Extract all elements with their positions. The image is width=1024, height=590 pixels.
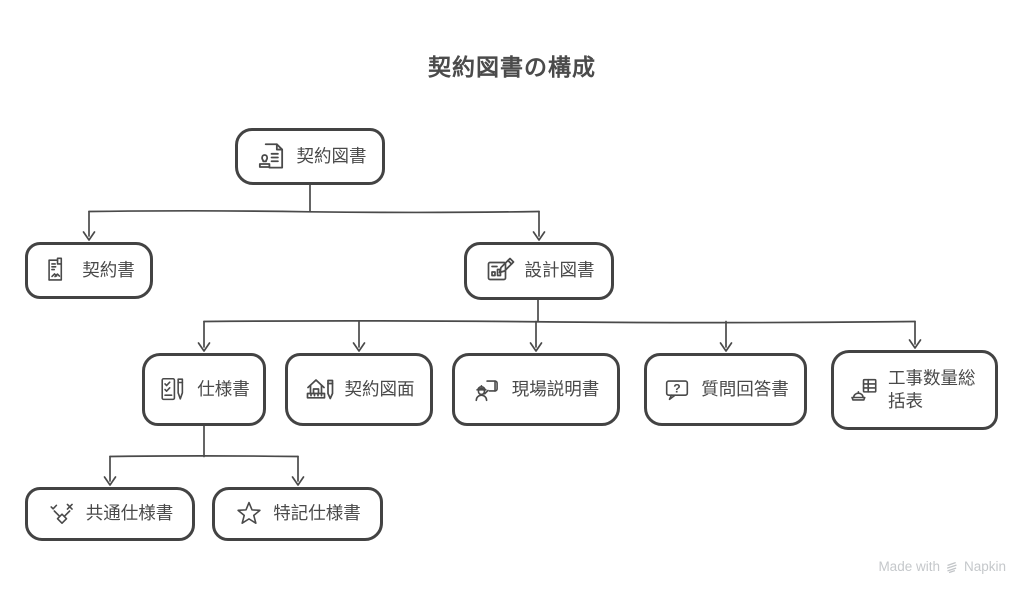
- node-contract: 契約書: [25, 242, 153, 299]
- question-mark-glyph: ?: [674, 381, 681, 395]
- node-contract-documents: 契約図書: [235, 128, 385, 185]
- branch-check-icon: [47, 499, 77, 529]
- node-label: 工事数量総括表: [888, 367, 976, 411]
- node-label: 契約書: [82, 259, 135, 280]
- node-label: 質問回答書: [701, 378, 789, 399]
- question-bubble-icon: ?: [662, 375, 692, 405]
- contract-handshake-icon: [43, 256, 73, 286]
- node-contract-drawings: 契約図面: [285, 353, 433, 426]
- diagram-title: 契約図書の構成: [428, 54, 596, 80]
- checklist-pen-icon: [158, 375, 188, 405]
- node-label: 現場説明書: [511, 378, 600, 399]
- napkin-logo-icon: [946, 561, 957, 573]
- node-label: 仕様書: [197, 378, 250, 399]
- node-design-documents: 設計図書: [464, 242, 614, 300]
- node-question-answer: ? 質問回答書: [644, 353, 807, 426]
- napkin-watermark: Made with Napkin: [878, 559, 1006, 574]
- node-site-briefing: 現場説明書: [452, 353, 620, 426]
- helmet-table-icon: [849, 375, 879, 405]
- watermark-brand: Napkin: [963, 559, 1006, 574]
- node-quantity-summary: 工事数量総括表: [831, 350, 998, 430]
- node-label: 設計図書: [524, 260, 595, 281]
- node-common-specifications: 共通仕様書: [25, 487, 195, 541]
- node-label: 共通仕様書: [85, 503, 174, 524]
- house-drafting-icon: [304, 374, 336, 406]
- node-label: 特記仕様書: [273, 503, 361, 524]
- node-label: 契約図書: [296, 145, 367, 166]
- node-specifications: 仕様書: [142, 353, 266, 426]
- star-icon: [234, 499, 264, 529]
- watermark-prefix: Made with: [878, 559, 940, 574]
- stamp-document-icon: [254, 140, 288, 174]
- node-label: 契約図面: [344, 378, 415, 399]
- node-special-specifications: 特記仕様書: [212, 487, 383, 541]
- worker-presenting-icon: [473, 375, 503, 405]
- blueprint-pencil-icon: [484, 255, 516, 287]
